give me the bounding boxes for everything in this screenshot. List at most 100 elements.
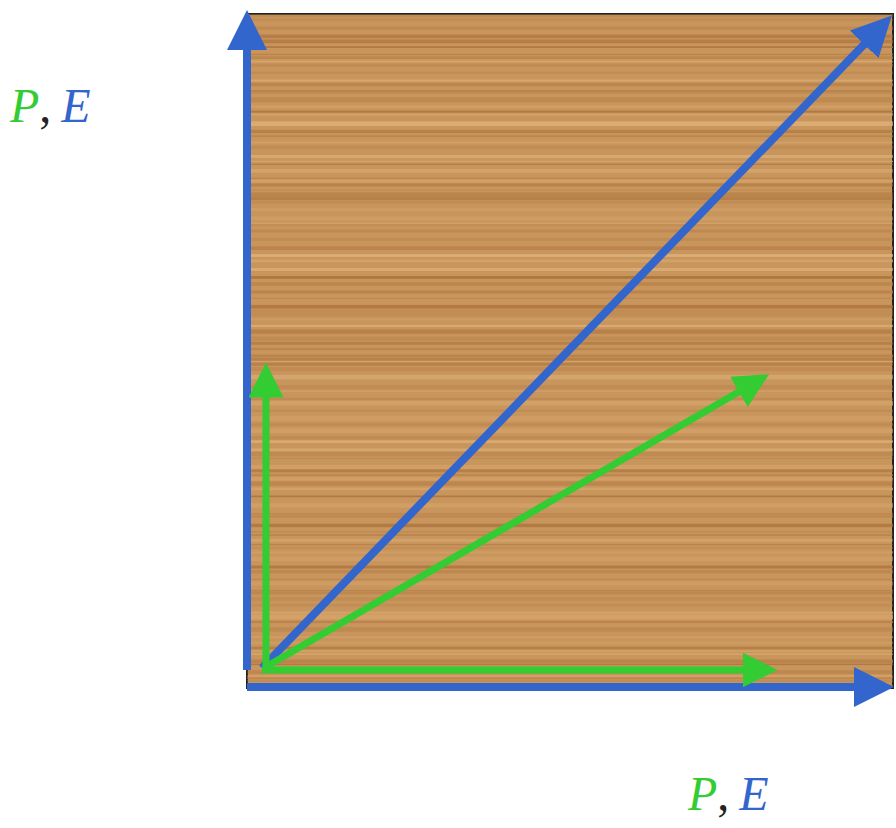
grain-stripe — [247, 416, 893, 421]
grain-stripe — [247, 363, 893, 366]
grain-stripe — [247, 146, 893, 149]
grain-stripe — [247, 217, 893, 221]
axis-label: P,E — [10, 82, 91, 130]
grain-stripe — [247, 183, 893, 186]
grain-stripe — [247, 611, 893, 614]
grain-stripe — [247, 481, 893, 482]
grain-stripe — [247, 56, 893, 59]
grain-stripe — [247, 469, 893, 472]
grain-stripe — [247, 358, 893, 361]
axis-label-text: , — [717, 767, 729, 820]
grain-stripe — [247, 130, 893, 133]
grain-stripe — [247, 92, 893, 93]
grain-stripe — [247, 72, 893, 74]
grain-stripe — [247, 14, 893, 17]
grain-stripe — [247, 539, 893, 542]
grain-stripe — [247, 238, 893, 241]
grain-stripe — [247, 597, 893, 601]
grain-stripe — [247, 259, 893, 262]
grain-stripe — [247, 670, 893, 674]
grain-stripe — [247, 35, 893, 39]
grain-stripe — [247, 90, 893, 92]
grain-stripe — [247, 197, 893, 200]
grain-stripe — [247, 465, 893, 469]
grain-stripe — [247, 474, 893, 476]
blue-vertical-arrow — [243, 30, 251, 670]
axis-label-text: P — [10, 79, 39, 132]
grain-stripe — [247, 355, 893, 358]
grain-stripe — [247, 367, 893, 371]
grain-stripe — [247, 54, 893, 55]
grain-stripe — [247, 80, 893, 82]
grain-stripe — [247, 440, 893, 443]
grain-stripe — [247, 61, 893, 63]
green-horizontal-arrow — [262, 667, 760, 674]
grain-stripe — [247, 515, 893, 519]
grain-stripe — [247, 664, 893, 666]
grain-stripe — [247, 385, 893, 389]
grain-stripe — [247, 192, 893, 196]
grain-stripe — [247, 496, 893, 498]
axis-label-text: P — [688, 767, 717, 820]
grain-stripe — [247, 566, 893, 569]
grain-stripe — [247, 513, 893, 514]
grain-stripe — [247, 482, 893, 485]
grain-stripe — [247, 290, 893, 293]
grain-stripe — [247, 26, 893, 29]
green-diagonal-arrow — [264, 383, 754, 668]
grain-stripe — [247, 636, 893, 638]
grain-stripe — [247, 46, 893, 48]
wood-grain — [247, 14, 893, 686]
grain-stripe — [247, 423, 893, 426]
grain-stripe — [247, 329, 893, 333]
grain-stripe — [247, 276, 893, 279]
axis-label: P,E — [688, 770, 769, 818]
grain-stripe — [247, 189, 893, 190]
axis-label-text: E — [61, 79, 90, 132]
grain-stripe — [247, 627, 893, 631]
grain-stripe — [247, 448, 893, 451]
grain-stripe — [247, 97, 893, 102]
grain-stripe — [247, 319, 893, 321]
grain-stripe — [247, 135, 893, 137]
grain-stripe — [247, 458, 893, 459]
grain-stripe — [247, 201, 893, 204]
grain-stripe — [247, 64, 893, 67]
grain-stripe — [247, 246, 893, 250]
grain-stripe — [247, 178, 893, 180]
grain-stripe — [247, 398, 893, 400]
grain-stripe — [247, 310, 893, 312]
grain-stripe — [247, 83, 893, 86]
grain-stripe — [247, 410, 893, 412]
grain-stripe — [247, 503, 893, 507]
grain-stripe — [247, 547, 893, 548]
grain-stripe — [247, 312, 893, 317]
grain-stripe — [247, 524, 893, 527]
grain-stripe — [247, 169, 893, 173]
grain-stripe — [247, 105, 893, 108]
grain-stripe — [247, 298, 893, 299]
grain-stripe — [247, 557, 893, 562]
grain-stripe — [247, 361, 893, 363]
grain-stripe — [247, 161, 893, 163]
grain-stripe — [247, 659, 893, 663]
grain-stripe — [247, 121, 893, 126]
grain-stripe — [247, 570, 893, 573]
grain-stripe — [247, 647, 893, 650]
grain-stripe — [247, 452, 893, 457]
grain-stripe — [247, 653, 893, 655]
grain-stripe — [247, 305, 893, 309]
grain-stripe — [247, 390, 893, 392]
grain-stripe — [247, 224, 893, 226]
grain-stripe — [247, 429, 893, 433]
grain-stripe — [247, 155, 893, 158]
grain-stripe — [247, 230, 893, 233]
grain-stripe — [247, 592, 893, 595]
grain-stripe — [247, 477, 893, 480]
grain-stripe — [247, 268, 893, 271]
blue-diagonal-arrow — [262, 30, 878, 668]
grain-stripe — [247, 680, 893, 682]
axis-label-text: , — [39, 79, 51, 132]
grain-stripe — [247, 142, 893, 144]
